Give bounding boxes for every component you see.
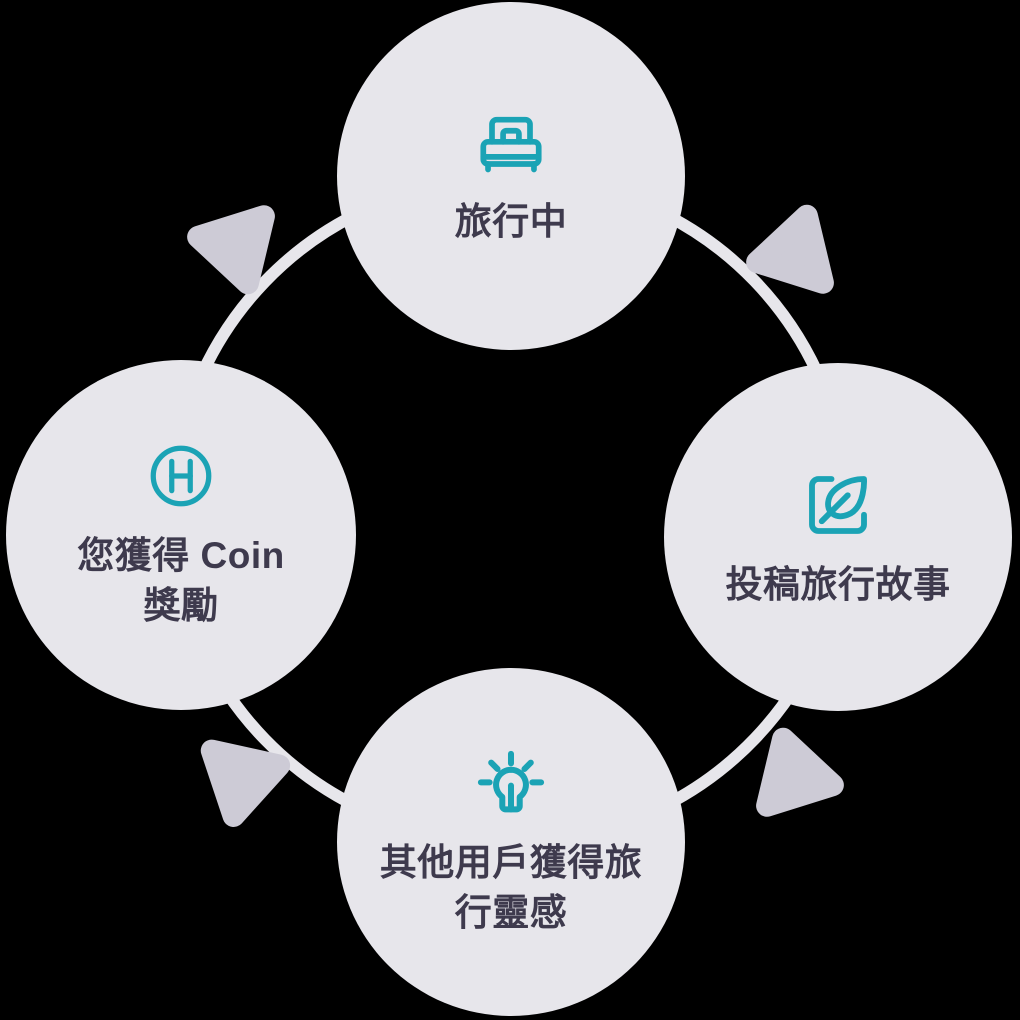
coin-h-icon bbox=[144, 439, 218, 513]
arrowhead-top-left bbox=[187, 205, 275, 295]
node-post-story[interactable]: 投稿旅行故事 bbox=[664, 363, 1012, 711]
arc-top-left bbox=[196, 209, 361, 380]
node-post-story-label: 投稿旅行故事 bbox=[725, 563, 951, 605]
arrowhead-bottom-left bbox=[200, 739, 291, 827]
lightbulb-icon bbox=[473, 746, 549, 822]
arc-top-right bbox=[660, 209, 823, 378]
leaf-write-icon bbox=[799, 466, 877, 544]
node-travelling-label: 旅行中 bbox=[454, 200, 568, 242]
node-others-inspired-label: 其他用戶獲得旅 行靈感 bbox=[379, 842, 643, 933]
arrowhead-bottom-right bbox=[756, 727, 844, 817]
node-others-inspired[interactable]: 其他用戶獲得旅 行靈感 bbox=[337, 668, 685, 1016]
arrowhead-top-right bbox=[746, 204, 834, 294]
bed-icon bbox=[473, 107, 549, 183]
node-earn-coin-label: 您獲得 Coin 獎勵 bbox=[77, 535, 285, 626]
node-earn-coin[interactable]: 您獲得 Coin 獎勵 bbox=[6, 360, 356, 710]
node-travelling[interactable]: 旅行中 bbox=[337, 2, 685, 350]
